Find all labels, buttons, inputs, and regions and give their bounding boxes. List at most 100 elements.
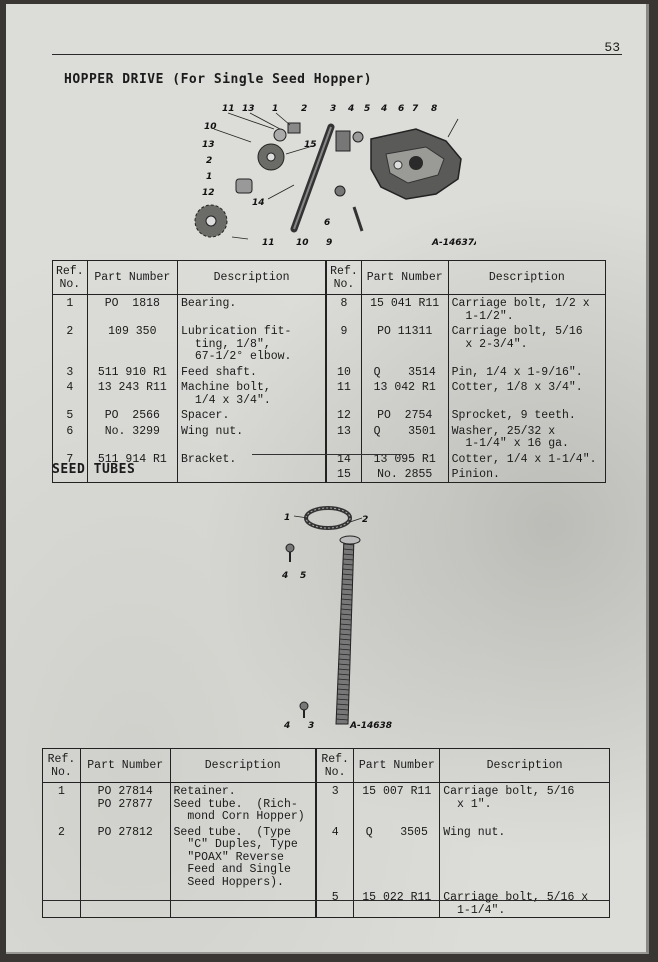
description-cell-line: Retainer. [173, 785, 236, 798]
ref-cell: 15 [325, 466, 362, 483]
figure-callout: 8 [431, 104, 437, 114]
figure-callout: 12 [202, 188, 215, 198]
description-cell: Bearing. [177, 294, 327, 323]
part-number-cell: 15 041 R11 [360, 294, 449, 323]
part-number-cell: 511 910 R1 [86, 363, 179, 379]
description-cell-line: Washer, 25/32 x [451, 424, 556, 438]
ref-cell: 1 [42, 782, 81, 824]
empty-cell [169, 889, 317, 918]
ref-cell: 5 [52, 407, 88, 423]
description-cell-line: Pinion. [451, 468, 500, 481]
description-cell-line: 1-1/4" x 16 ga. [451, 437, 569, 450]
part-number-cell: Q 3514 [360, 363, 449, 379]
part-number-cell-line: 511 914 R1 [97, 452, 167, 466]
col-header-ref: Ref. No. [42, 748, 81, 783]
ref-cell: 4 [314, 823, 355, 889]
part-number-cell-line: PO 27814 [97, 785, 153, 798]
ref-cell: 13 [325, 422, 362, 451]
description-cell-line: Carriage bolt, 1/2 x [451, 297, 590, 310]
description-cell: Carriage bolt, 5/16 x 2-3/4". [447, 323, 607, 364]
part-number-cell-line: PO 11311 [377, 325, 433, 338]
ref-cell: 9 [325, 323, 362, 364]
seed-tubes-parts-table: Ref. No. Part Number Description Ref. No… [42, 748, 610, 918]
ref-cell: 11 [325, 379, 362, 407]
figure-callout: 1 [284, 513, 290, 523]
page-number: 53 [604, 40, 620, 55]
part-number-cell-line: 511 910 R1 [97, 365, 167, 379]
figure-callout: 5 [364, 104, 370, 114]
col-header-part: Part Number [79, 748, 171, 783]
figure-id: A-14637A [431, 238, 476, 248]
part-number-cell: 109 350 [86, 323, 179, 364]
figure-callout: 10 [296, 238, 309, 248]
section-heading-seed-tubes: SEED TUBES [52, 462, 136, 477]
part-number-cell-line: 109 350 [108, 325, 157, 338]
description-cell-line: Cotter, 1/8 x 3/4". [451, 381, 583, 394]
description-cell: Carriage bolt, 5/16 x 1-1/4". [439, 889, 610, 918]
part-number-cell-line: Q 3505 [365, 825, 428, 839]
figure-callout: 6 [324, 218, 330, 228]
figure-callout: 4 [281, 571, 288, 581]
part-number-cell-line: PO 27812 [97, 825, 153, 839]
part-number-cell: 13 243 R11 [86, 379, 179, 407]
description-cell-line: 1-1/4". [443, 903, 506, 917]
hopper-drive-figure: 11 13 1 2 3 4 5 4 6 7 8 10 13 15 2 1 12 … [176, 99, 476, 249]
ref-cell: 1 [52, 294, 88, 323]
description-cell-line: ting, 1/8", [181, 337, 271, 351]
description-cell-line: x 2-3/4". [451, 337, 528, 351]
description-cell-line: Pin, 1/4 x 1-9/16". [451, 365, 583, 379]
section-divider [252, 454, 402, 455]
ref-cell: 12 [325, 407, 362, 423]
figure-callout: 5 [300, 571, 306, 581]
description-cell-line: Feed and Single [173, 863, 291, 876]
part-number-cell-line: PO 2754 [377, 409, 433, 422]
ref-cell: 2 [52, 323, 88, 364]
figure-callout: 2 [362, 515, 368, 525]
ref-cell: 5 [314, 889, 355, 918]
part-number-cell: PO 2754 [360, 407, 449, 423]
description-cell: Wing nut. [439, 823, 610, 889]
figure-callout: 11 [262, 238, 275, 248]
figure-callout: 4 [380, 104, 387, 114]
description-cell-line: 67-1/2° elbow. [181, 350, 292, 363]
figure-callout: 2 [206, 156, 212, 166]
figure-callout: 13 [202, 140, 215, 150]
part-number-cell: PO 2566 [86, 407, 179, 423]
figure-callout: 1 [272, 104, 278, 114]
part-number-cell: Q 3501 [360, 422, 449, 451]
description-cell: Bracket. [177, 450, 327, 466]
description-cell: Feed shaft. [177, 363, 327, 379]
part-number-cell: PO 27812 [79, 823, 171, 889]
col-header-desc: Description [439, 748, 610, 783]
catalog-page: 53 HOPPER DRIVE (For Single Seed Hopper) [6, 4, 649, 954]
description-cell-line: Spacer. [181, 409, 230, 422]
col-header-desc: Description [169, 748, 317, 783]
figure-callout: 3 [330, 104, 336, 114]
ref-cell: 3 [52, 363, 88, 379]
col-header-part: Part Number [353, 748, 441, 783]
part-number-cell-line: No. 3299 [104, 424, 160, 438]
description-cell-line: Cotter, 1/4 x 1-1/4". [451, 452, 597, 466]
description-cell-line: Wing nut. [443, 825, 506, 839]
col-header-desc: Description [177, 260, 327, 295]
description-cell-line: Carriage bolt, 5/16 [451, 325, 583, 338]
part-number-cell-line: 15 007 R11 [362, 785, 432, 798]
part-number-cell-line: Q 3501 [373, 424, 436, 438]
seed-tube-figure: 1 2 4 5 4 3 A-14638 [276, 492, 396, 732]
description-cell-line: 1-1/2". [451, 309, 514, 323]
description-cell-line: "C" Duples, Type [173, 838, 298, 851]
description-cell: Carriage bolt, 5/16 x 1". [439, 782, 610, 824]
description-cell-line: "POAX" Reverse [173, 850, 284, 864]
description-cell: Pinion. [447, 466, 607, 483]
part-number-cell: PO 11311 [360, 323, 449, 364]
description-cell-line: Bearing. [181, 297, 237, 310]
